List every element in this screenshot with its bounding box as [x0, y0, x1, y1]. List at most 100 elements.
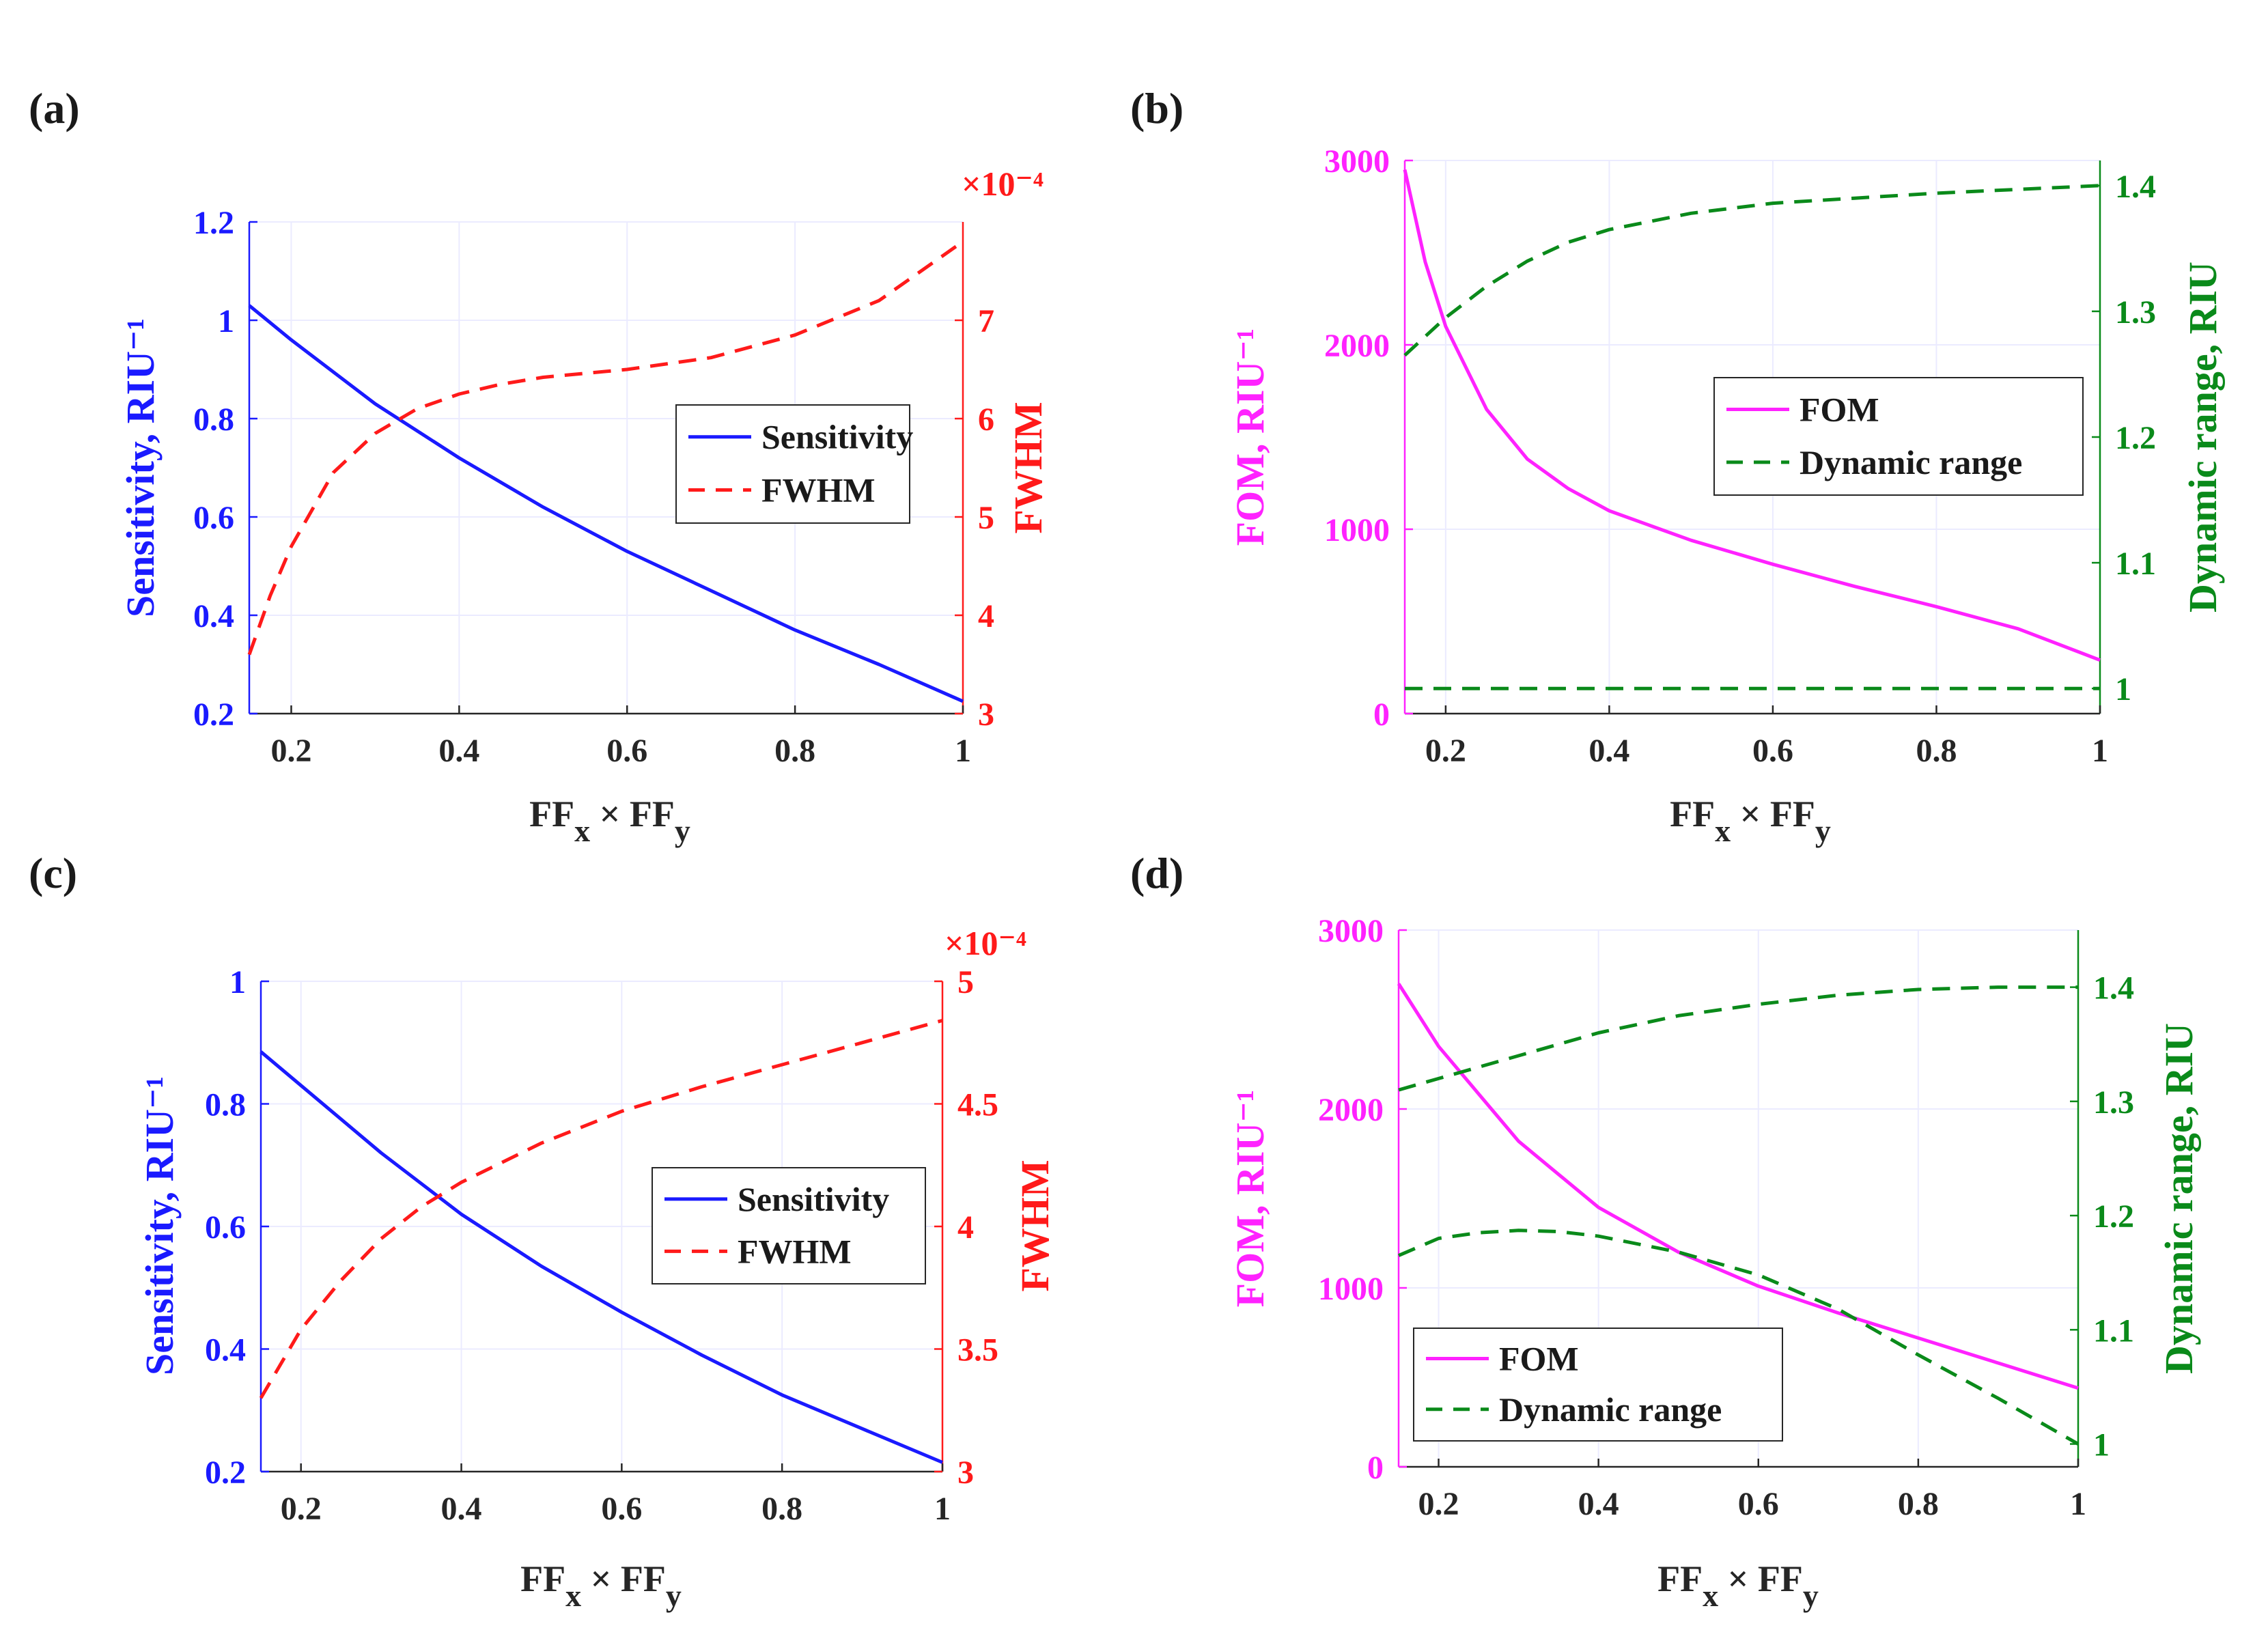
legend-label: FOM [1800, 390, 1879, 428]
right-tick-label: 3 [957, 1455, 974, 1491]
x-tick-label: 0.4 [438, 733, 479, 769]
right-tick-label: 5 [957, 964, 974, 1000]
left-tick-label: 0.8 [205, 1087, 246, 1123]
x-axis-label: FFx × FFy [529, 794, 690, 848]
legend-label: Sensitivity [738, 1180, 889, 1218]
x-axis-label: FFx × FFy [520, 1558, 682, 1613]
right-tick-label: 5 [978, 500, 994, 536]
series-line-fom [1397, 983, 2079, 1390]
left-axis-label: Sensitivity, RIU⁻¹ [118, 318, 163, 617]
legend-label: Sensitivity [761, 418, 913, 456]
x-tick-label: 0.2 [1418, 1486, 1459, 1522]
x-tick-label: 0.8 [1916, 733, 1957, 769]
x-tick-label: 1 [2070, 1486, 2086, 1522]
right-tick-label: 4.5 [957, 1087, 998, 1123]
x-tick-label: 0.6 [1738, 1486, 1779, 1522]
left-tick-label: 0.2 [205, 1455, 246, 1491]
legend-label: FOM [1499, 1340, 1579, 1378]
x-tick-label: 0.4 [441, 1491, 482, 1527]
right-tick-label: 1.4 [2115, 169, 2156, 205]
panel-label: (d) [1130, 849, 1184, 897]
left-tick-label: 1000 [1324, 512, 1390, 548]
right-tick-label: 3 [978, 697, 994, 733]
left-tick-label: 1 [229, 964, 246, 1000]
right-axis-label: Dynamic range, RIU [2157, 1023, 2201, 1374]
right-tick-label: 3.5 [957, 1332, 998, 1368]
x-tick-label: 0.8 [1898, 1486, 1939, 1522]
x-tick-label: 0.2 [1425, 733, 1466, 769]
right-tick-label: 4 [957, 1209, 974, 1246]
left-tick-label: 1000 [1318, 1271, 1384, 1307]
legend-box [1713, 377, 2084, 496]
x-tick-label: 0.4 [1578, 1486, 1619, 1522]
left-tick-label: 1.2 [193, 205, 234, 241]
right-tick-label: 4 [978, 598, 994, 634]
right-axis-label: FWHM [1013, 1160, 1057, 1291]
left-tick-label: 0.4 [193, 598, 234, 634]
x-tick-label: 1 [955, 733, 971, 769]
x-tick-label: 1 [934, 1491, 951, 1527]
left-tick-label: 0.6 [193, 500, 234, 536]
right-tick-label: 1.3 [2115, 294, 2156, 331]
x-tick-label: 0.6 [601, 1491, 642, 1527]
series-line-dynamic-range [1398, 985, 2078, 1092]
x-tick-label: 0.2 [281, 1491, 322, 1527]
left-axis-label: Sensitivity, RIU⁻¹ [137, 1076, 182, 1375]
right-tick-label: 1 [2093, 1427, 2110, 1463]
x-tick-label: 0.6 [1752, 733, 1793, 769]
series-line-sensitivity [260, 1050, 943, 1464]
left-tick-label: 0.2 [193, 697, 234, 733]
legend-label: FWHM [738, 1232, 852, 1270]
series-line-fwhm [259, 1018, 943, 1399]
exponent-label: ×10⁻⁴ [962, 165, 1044, 203]
series-line-fwhm [247, 240, 964, 656]
exponent-label: ×10⁻⁴ [944, 924, 1026, 962]
left-tick-label: 0.4 [205, 1332, 246, 1368]
left-axis-label: FOM, RIU⁻¹ [1228, 1090, 1272, 1308]
left-tick-label: 2000 [1318, 1092, 1384, 1128]
panel-label: (b) [1130, 84, 1184, 132]
panel-label: (c) [29, 849, 77, 897]
right-tick-label: 1.2 [2093, 1198, 2134, 1235]
series-line-dynamic-range [1403, 184, 2101, 357]
series-line-fom [1403, 169, 2101, 662]
left-tick-label: 3000 [1324, 143, 1390, 180]
right-tick-label: 1.4 [2093, 970, 2134, 1007]
right-tick-label: 1.2 [2115, 420, 2156, 456]
right-tick-label: 1.3 [2093, 1084, 2134, 1121]
legend-label: Dynamic range [1499, 1390, 1722, 1429]
right-tick-label: 1.1 [2093, 1312, 2134, 1349]
x-tick-label: 0.4 [1588, 733, 1629, 769]
right-tick-label: 7 [978, 303, 994, 339]
right-axis-label: Dynamic range, RIU [2181, 262, 2225, 613]
x-tick-label: 0.6 [606, 733, 647, 769]
legend-box [675, 404, 910, 524]
x-axis-label: FFx × FFy [1657, 1558, 1819, 1613]
left-tick-label: 0 [1373, 697, 1390, 733]
right-axis-label: FWHM [1006, 402, 1050, 533]
legend-label: Dynamic range [1800, 443, 2022, 481]
right-tick-label: 6 [978, 402, 994, 438]
legend-box [1413, 1328, 1783, 1442]
chart-panel-d: 0.2 0.4 0.6 0.8 1 0 1000 2000 3000 1 1.1 1.2 1.3 1.4 (… [1130, 849, 2201, 1613]
left-tick-label: 0.6 [205, 1209, 246, 1246]
left-tick-label: 1 [218, 303, 234, 339]
x-tick-label: 0.2 [270, 733, 311, 769]
series-line-dynamic-range [1398, 1228, 2080, 1446]
right-tick-label: 1.1 [2115, 546, 2156, 582]
left-tick-label: 2000 [1324, 328, 1390, 364]
x-tick-label: 0.8 [761, 1491, 802, 1527]
left-tick-label: 3000 [1318, 913, 1384, 949]
chart-panel-b: 0.2 0.4 0.6 0.8 1 0 1000 2000 3000 1 1.1 1.2 1.3 1.4 (… [1130, 84, 2225, 848]
left-tick-label: 0 [1367, 1450, 1384, 1486]
legend-box [652, 1167, 926, 1284]
x-axis-label: FFx × FFy [1670, 794, 1831, 848]
right-tick-label: 1 [2115, 671, 2131, 707]
left-axis-label: FOM, RIU⁻¹ [1228, 328, 1272, 546]
legend-label: FWHM [761, 471, 876, 509]
x-tick-label: 1 [2092, 733, 2108, 769]
left-tick-label: 0.8 [193, 402, 234, 438]
